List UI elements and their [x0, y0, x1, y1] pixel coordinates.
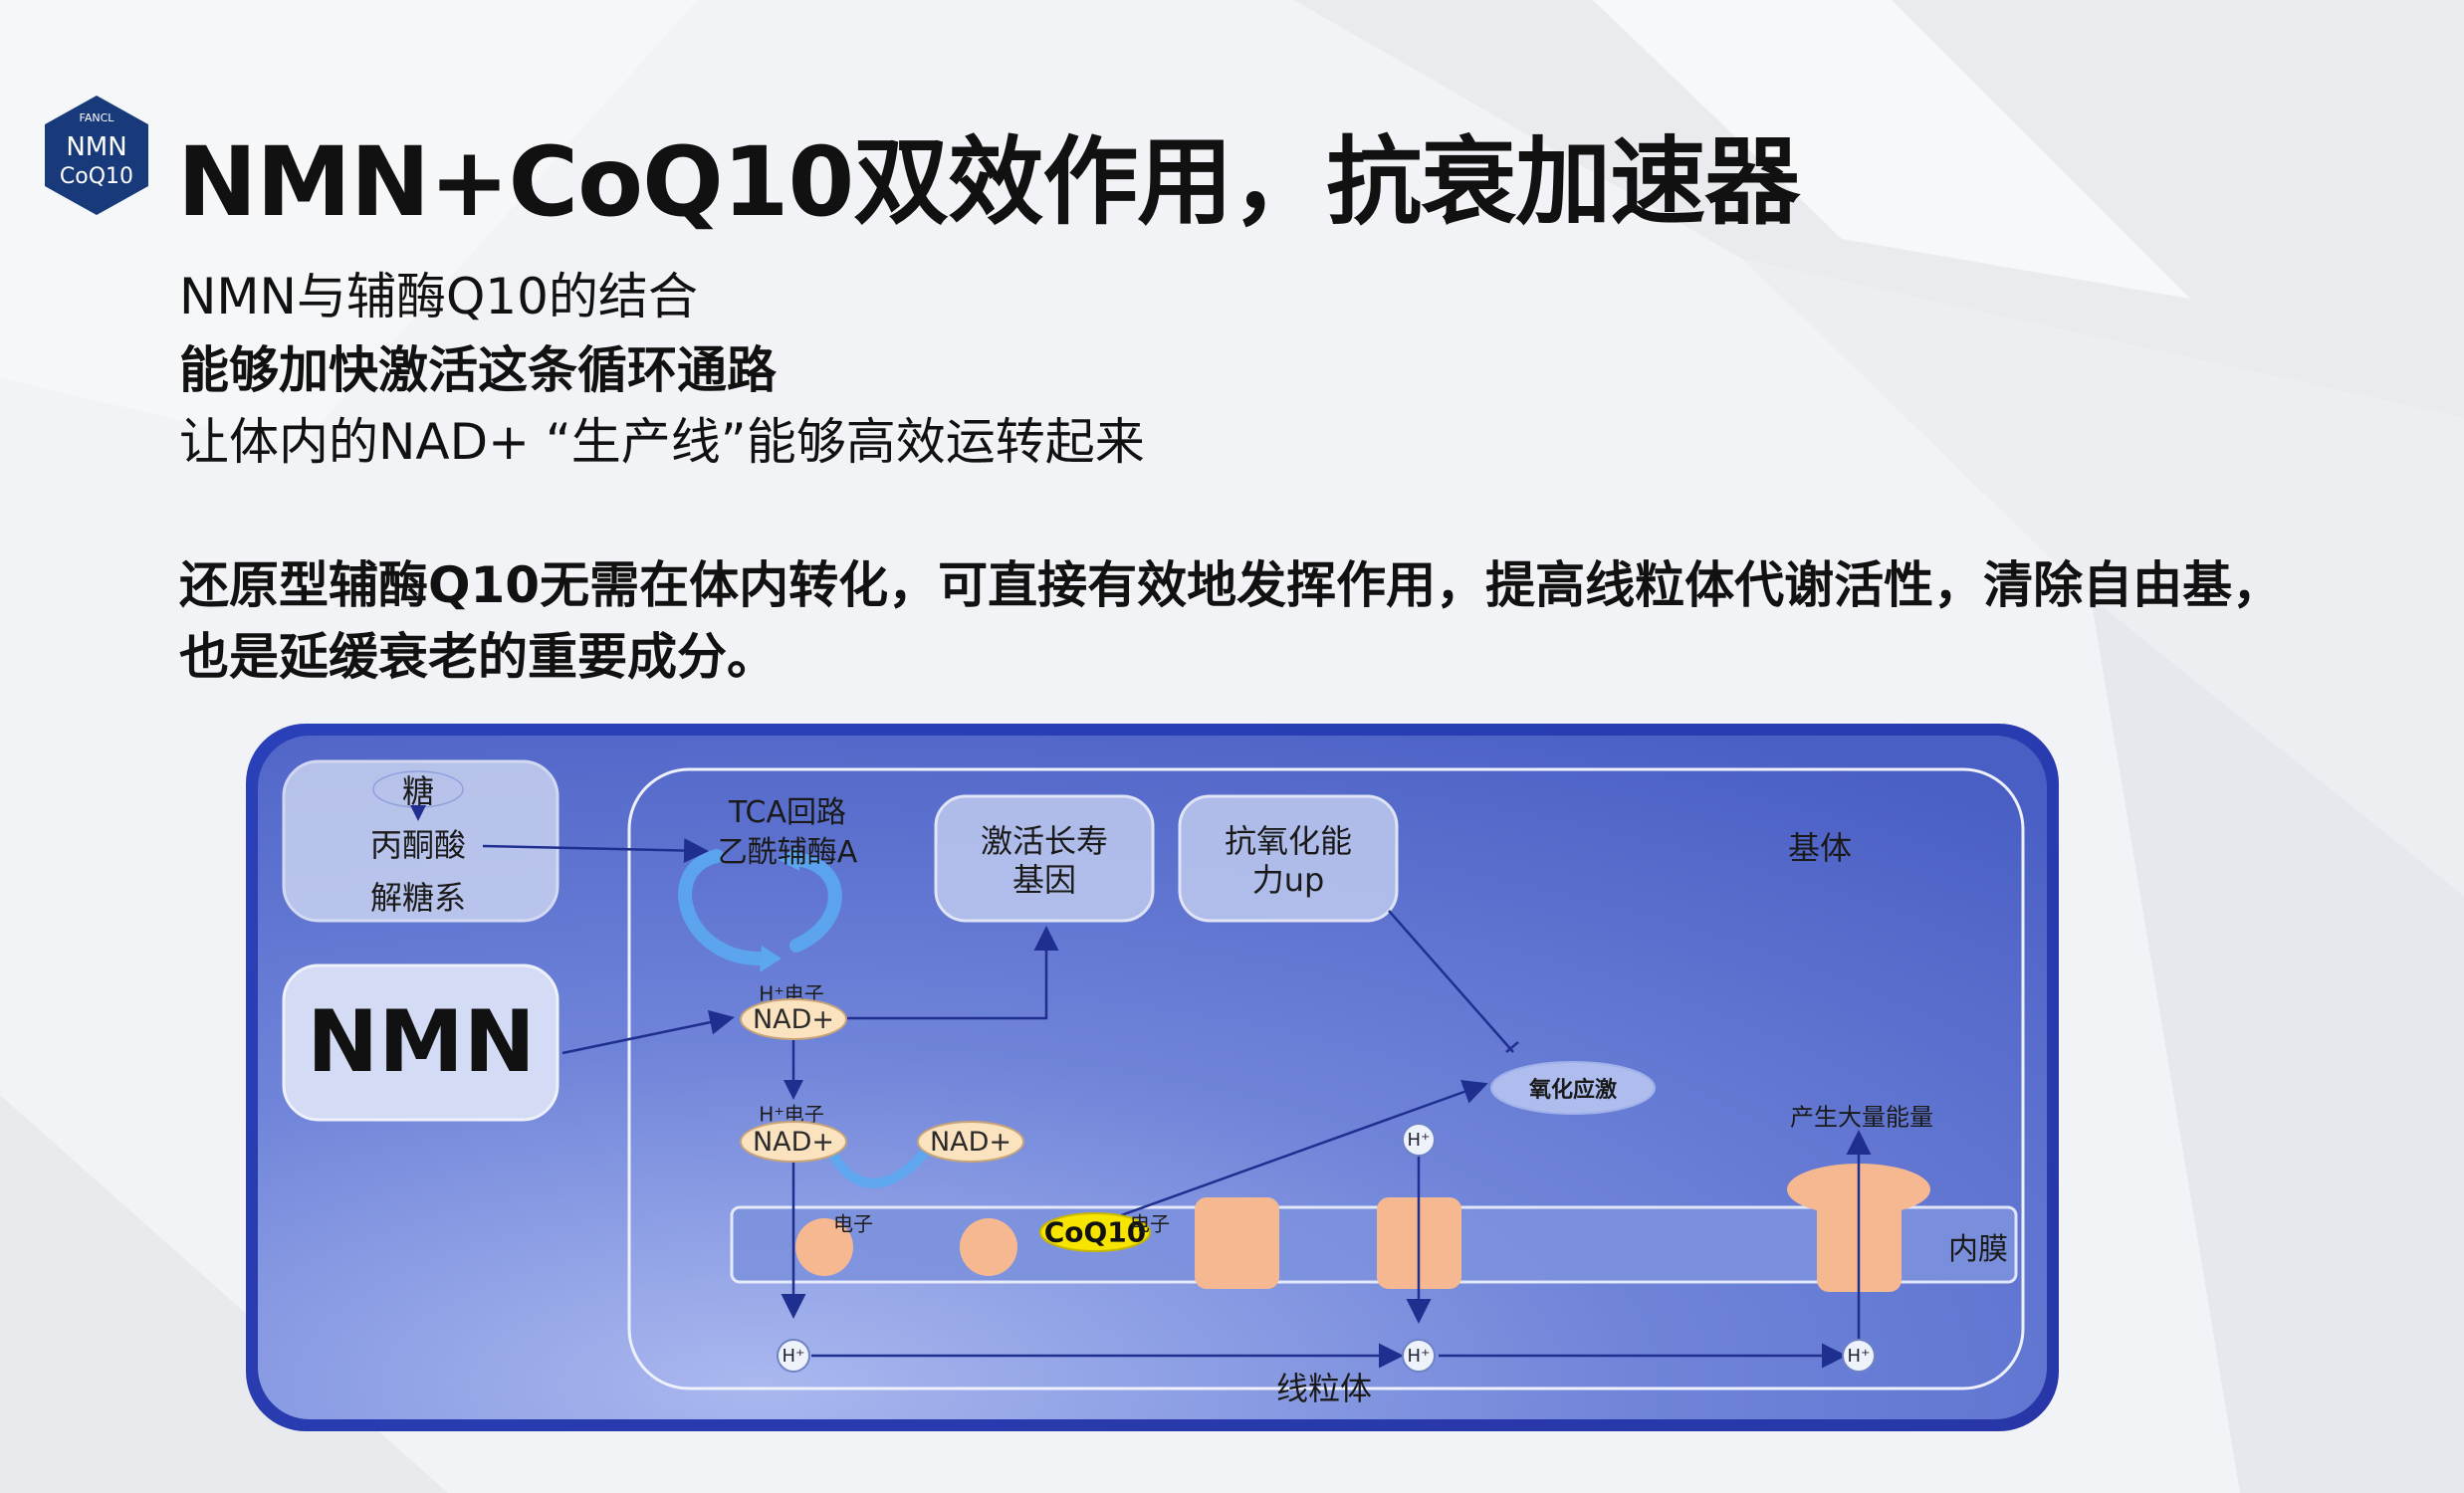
subtitle-line-1: NMN与辅酶Q10的结合	[179, 257, 698, 328]
h-plus-top: H⁺	[1402, 1123, 1436, 1157]
matrix-label: 基体	[1788, 823, 1852, 869]
pyruvate-label: 丙酮酸	[370, 820, 466, 866]
glycolysis-label: 解糖系	[370, 873, 466, 919]
longevity-line-2: 基因	[1012, 855, 1076, 901]
subtitle-line-3: 让体内的NAD+ “生产线”能够高效运转起来	[179, 402, 1145, 474]
nad-oval-3: NAD+	[917, 1121, 1024, 1163]
logo-brand: FANCL	[80, 111, 115, 124]
tca-label: TCA回路	[729, 787, 846, 831]
oxidative-stress-label: 氧化应激	[1529, 1072, 1617, 1104]
page-title: NMN+CoQ10双效作用，抗衰加速器	[177, 105, 1799, 243]
nad-oval-2: NAD+	[740, 1121, 847, 1163]
acetyl-coa-label: 乙酰辅酶A	[718, 827, 858, 871]
subtitle-line-2: 能够加快激活这条循环通路	[179, 330, 777, 402]
mitochondria-label: 线粒体	[1276, 1364, 1372, 1409]
nmn-label: NMN	[307, 992, 536, 1092]
mitochondria-diagram: 糖 丙酮酸 解糖系 NMN TCA回路 乙酰辅酶A 激活长寿 基因 抗氧化能 力…	[244, 722, 2061, 1433]
brand-logo: FANCL NMN CoQ10	[42, 94, 151, 217]
energy-label: 产生大量能量	[1790, 1098, 1933, 1133]
h-plus-middle: H⁺	[1402, 1339, 1436, 1373]
paragraph-line-2: 也是延缓衰老的重要成分。	[179, 617, 777, 689]
inner-membrane-label: 内膜	[1948, 1224, 2008, 1268]
electron-label-1: 电子	[833, 1208, 873, 1237]
antioxidant-line-2: 力up	[1252, 855, 1325, 901]
logo-nmn: NMN	[66, 132, 126, 162]
h-plus-right: H⁺	[1842, 1339, 1876, 1373]
sugar-label: 糖	[402, 766, 434, 812]
paragraph-line-1: 还原型辅酶Q10无需在体内转化，可直接有效地发挥作用，提高线粒体代谢活性，清除自…	[179, 545, 2282, 617]
electron-label-2: 电子	[1130, 1208, 1170, 1237]
nad-oval-1: NAD+	[740, 998, 847, 1040]
h-plus-left: H⁺	[777, 1339, 810, 1373]
logo-coq10: CoQ10	[60, 164, 133, 189]
